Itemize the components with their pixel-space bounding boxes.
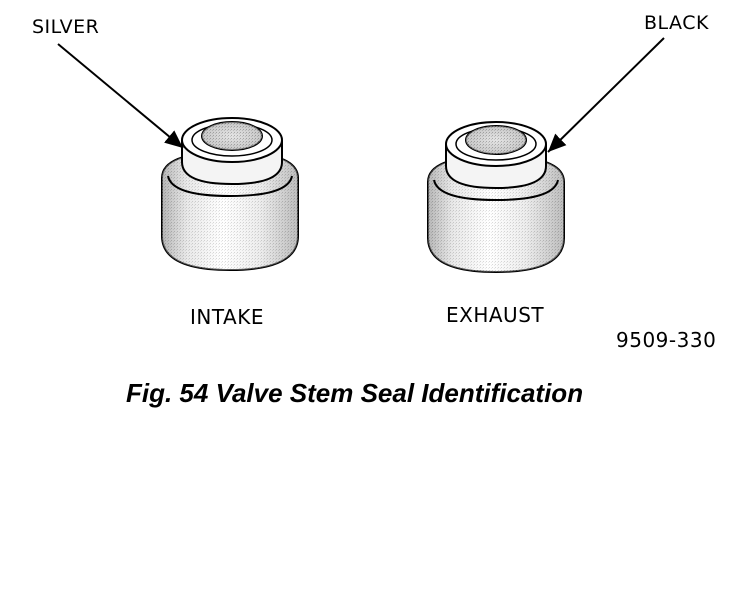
black-leader-arrow — [547, 37, 665, 153]
black-callout-label: BLACK — [644, 12, 709, 34]
figure-caption: Fig. 54 Valve Stem Seal Identification — [126, 378, 584, 408]
figure-id: 9509-330 — [616, 328, 717, 352]
silver-leader-arrow — [57, 43, 184, 149]
exhaust-label: EXHAUST — [446, 303, 545, 327]
silver-callout-label: SILVER — [32, 16, 100, 38]
intake-label: INTAKE — [190, 305, 264, 329]
intake-seal — [161, 117, 299, 272]
exhaust-seal — [427, 121, 565, 274]
